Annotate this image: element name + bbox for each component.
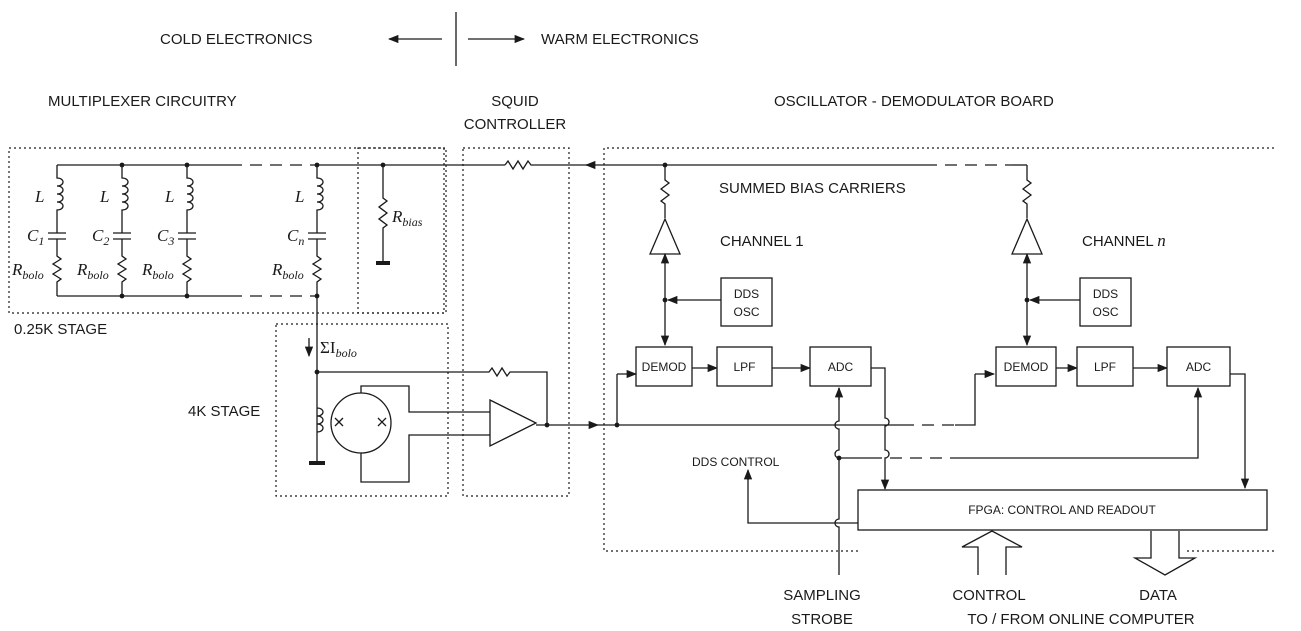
data-label: DATA [1139, 587, 1177, 604]
inductor-label: L [99, 187, 109, 206]
bolometer-label: Rbolo [141, 260, 174, 282]
svg-text:DEMOD: DEMOD [642, 360, 687, 374]
channel-n-label: CHANNEL n [1082, 231, 1166, 250]
warm-electronics-label: WARM ELECTRONICS [541, 31, 699, 48]
cold-electronics-label: COLD ELECTRONICS [160, 31, 313, 48]
stage-4k-label: 4K STAGE [188, 403, 260, 420]
bolometer-label: Rbolo [271, 260, 304, 282]
inductor-label: L [294, 187, 304, 206]
bias-region [357, 147, 447, 314]
chn-lpf [1076, 346, 1134, 387]
4k-stage-region [275, 323, 449, 497]
svg-text:ADC: ADC [828, 360, 854, 374]
oscillator-board-region [603, 147, 1274, 552]
oscillator-board-title: OSCILLATOR - DEMODULATOR BOARD [774, 93, 1054, 110]
summed-bias-label: SUMMED BIAS CARRIERS [719, 180, 906, 197]
ch1-dds-osc [720, 277, 773, 327]
channel-n: CHANNEL n DDS OSC DEMOD LPF ADC [995, 165, 1250, 490]
bolometer-label: Rbolo [76, 260, 109, 282]
chn-amplifier [1011, 217, 1043, 255]
ch1-lpf [716, 346, 773, 387]
rbias-label: Rbias [391, 207, 423, 229]
squid-controller-region [462, 147, 570, 497]
data-block-arrow [1132, 531, 1198, 576]
svg-text:LPF: LPF [1094, 360, 1116, 374]
bolometer-label: Rbolo [11, 260, 44, 282]
squid-title-line2: CONTROLLER [464, 116, 567, 133]
4k-stage-circuit: ΣIbolo [304, 296, 996, 483]
channel-1: CHANNEL 1 DDS OSC DEMOD LPF ADC [616, 165, 872, 425]
squid-wire-bottom [360, 434, 490, 483]
capacitor-label: C2 [92, 226, 109, 248]
control-label: CONTROL [952, 587, 1025, 604]
squid-wire-top [360, 385, 490, 413]
feedback-resistor [317, 366, 548, 425]
header: COLD ELECTRONICS WARM ELECTRONICS [160, 12, 699, 66]
svg-text:DDS: DDS [1093, 287, 1118, 301]
chn-adc [1166, 346, 1231, 387]
josephson-junctions [334, 417, 387, 427]
squid-title-line1: SQUID [491, 93, 539, 110]
svg-text:OSC: OSC [733, 305, 759, 319]
rbias-resistor [377, 165, 389, 262]
svg-text:DDS: DDS [734, 287, 759, 301]
svg-text:LPF: LPF [733, 360, 755, 374]
sampling-label-line1: SAMPLING [783, 587, 861, 604]
control-wiring: DDS CONTROL [692, 367, 1203, 575]
capacitor-label: C1 [27, 226, 44, 248]
bias-feed-resistor [504, 159, 588, 171]
inductor-label: L [34, 187, 44, 206]
online-computer-label: TO / FROM ONLINE COMPUTER [967, 611, 1194, 628]
sum-current-label: ΣIbolo [320, 338, 357, 360]
chn-bias-resistor [1021, 165, 1033, 218]
fpga-label: FPGA: CONTROL AND READOUT [968, 503, 1156, 517]
inductor-label: L [164, 187, 174, 206]
ch1-adc [809, 346, 872, 387]
capacitor-label: Cn [287, 226, 304, 248]
svg-text:ADC: ADC [1186, 360, 1212, 374]
squid-amplifier [489, 398, 538, 448]
multiplexer-region [8, 147, 445, 314]
svg-text:OSC: OSC [1092, 305, 1118, 319]
svg-text:DEMOD: DEMOD [1004, 360, 1049, 374]
chn-dds-osc [1079, 277, 1132, 327]
dds-control-label: DDS CONTROL [692, 455, 780, 469]
stage-025k-label: 0.25K STAGE [14, 321, 107, 338]
fpga-block [857, 489, 1268, 531]
ch1-amplifier [649, 217, 681, 255]
chn-demod [995, 346, 1057, 387]
ch1-bias-resistor [659, 165, 671, 218]
ch1-demod [635, 346, 693, 387]
sampling-label-line2: STROBE [791, 611, 853, 628]
control-block-arrow [961, 530, 1023, 575]
channel-1-label: CHANNEL 1 [720, 233, 804, 250]
capacitor-label: C3 [157, 226, 174, 248]
multiplexer-title: MULTIPLEXER CIRCUITRY [48, 93, 237, 110]
input-coil [316, 407, 324, 433]
